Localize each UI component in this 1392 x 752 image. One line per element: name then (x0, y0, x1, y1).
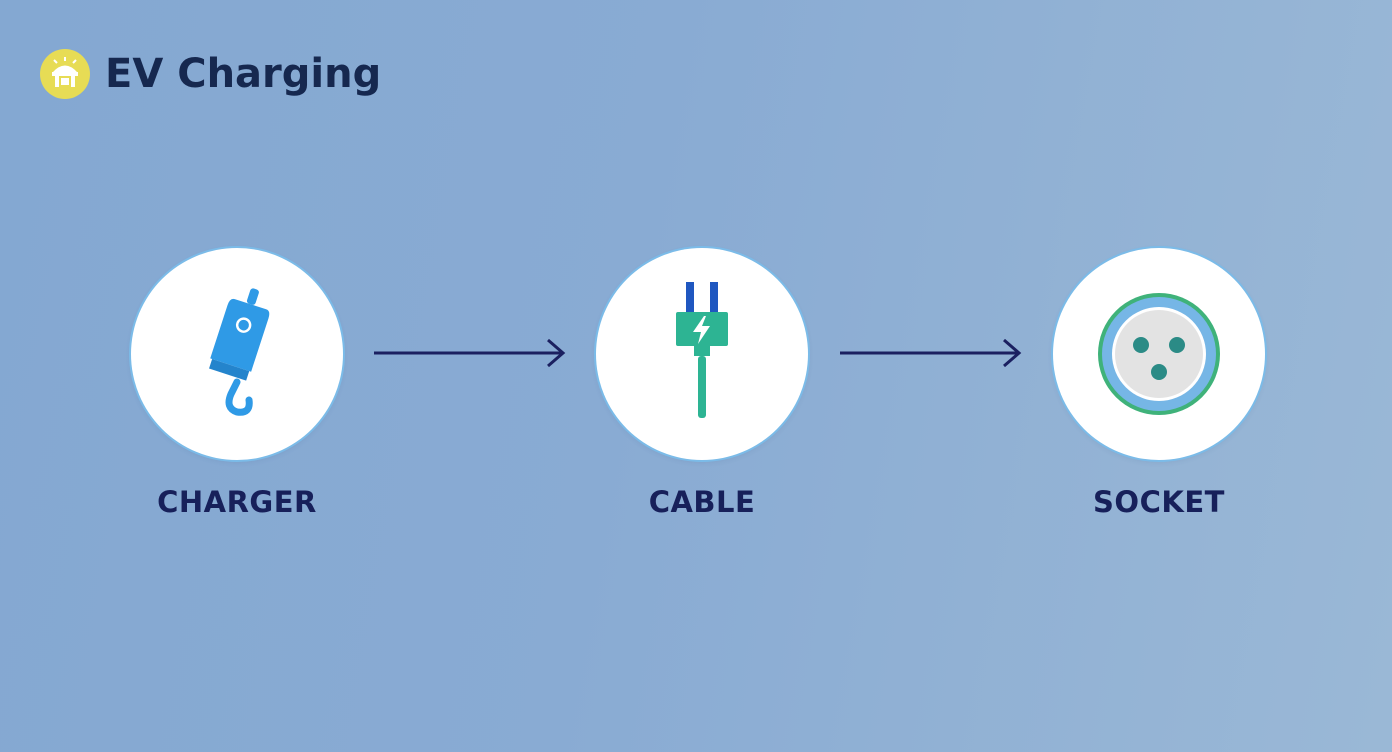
brand-header: EV Charging (40, 46, 381, 102)
arrow-right-icon (840, 338, 1022, 368)
step-label-socket: SOCKET (1093, 485, 1225, 519)
cable-plug-bolt-icon (676, 282, 728, 418)
step-label-cable: CABLE (648, 485, 756, 519)
charger-step-circle (131, 248, 343, 460)
step-label-charger: CHARGER (157, 485, 317, 519)
cable-step-circle (596, 248, 808, 460)
page-title: EV Charging (105, 51, 382, 97)
three-pin-socket-icon (1098, 293, 1220, 415)
arrow-right-icon (374, 338, 566, 368)
socket-step-circle (1053, 248, 1265, 460)
charger-plug-icon (209, 288, 270, 416)
charging-station-badge-icon (40, 49, 90, 99)
